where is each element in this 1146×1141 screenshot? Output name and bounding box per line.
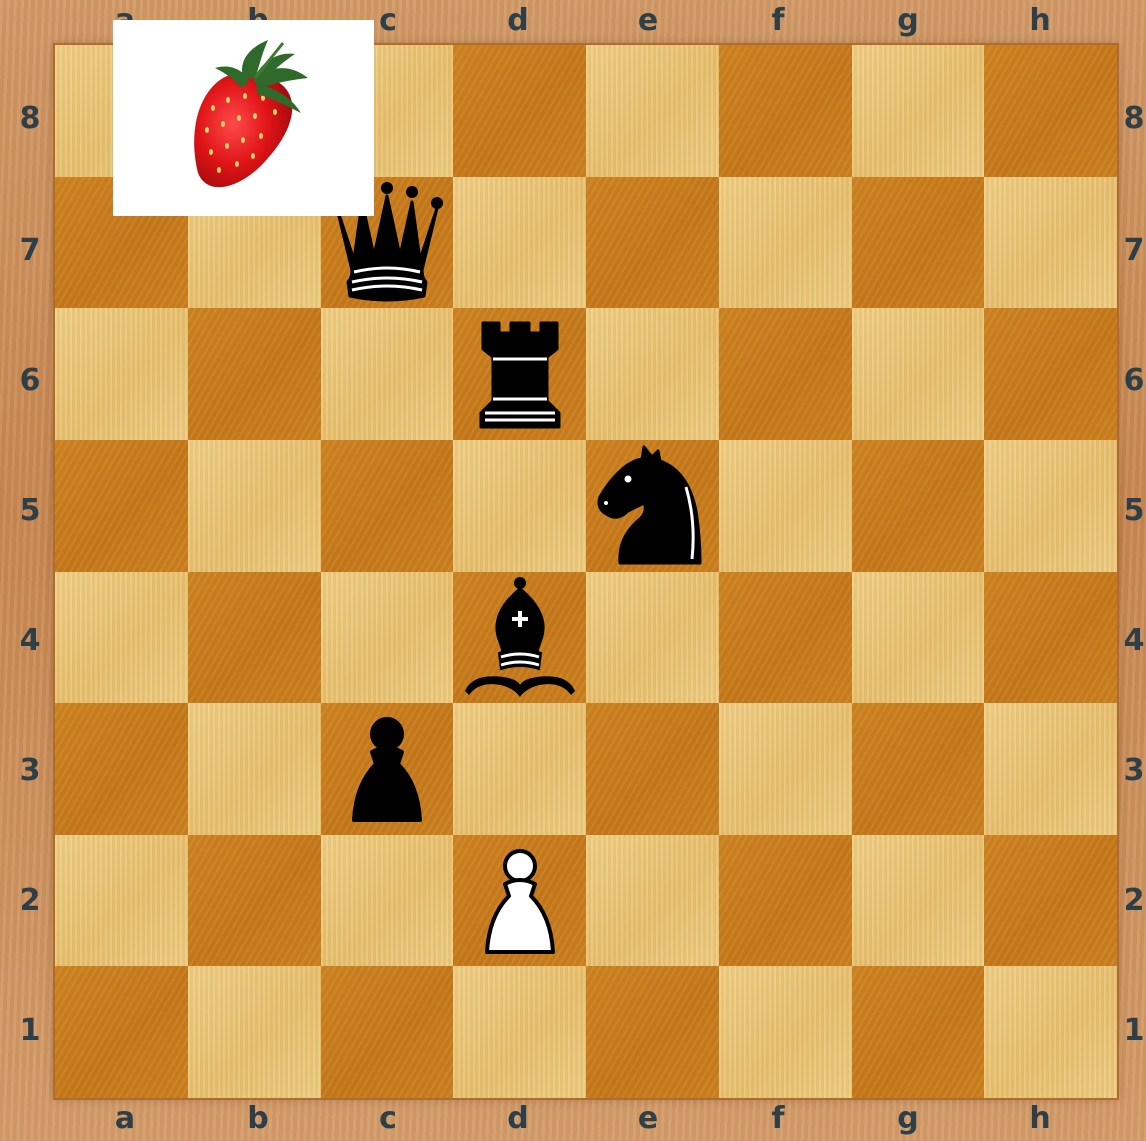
black-pawn-icon[interactable]: [322, 704, 452, 834]
rank-label-right-3: 3: [1114, 756, 1146, 786]
rank-label-left-5: 5: [10, 496, 50, 526]
square-g4[interactable]: [852, 572, 984, 703]
rank-label-left-1: 1: [10, 1016, 50, 1046]
square-b5[interactable]: [188, 440, 321, 572]
square-a4[interactable]: [55, 572, 188, 703]
rank-label-left-2: 2: [10, 886, 50, 916]
strawberry-image: [113, 20, 374, 216]
square-g6[interactable]: [852, 308, 984, 440]
file-label-bottom-g: g: [888, 1104, 928, 1134]
rank-label-right-2: 2: [1114, 886, 1146, 916]
black-rook-icon[interactable]: [455, 309, 585, 439]
rank-label-right-4: 4: [1114, 626, 1146, 656]
file-label-bottom-c: c: [368, 1104, 408, 1134]
rank-label-right-7: 7: [1114, 236, 1146, 266]
square-h7[interactable]: [984, 177, 1117, 308]
rank-label-left-6: 6: [10, 366, 50, 396]
square-g2[interactable]: [852, 835, 984, 966]
square-e1[interactable]: [586, 966, 719, 1098]
black-bishop-icon[interactable]: [455, 573, 585, 703]
black-knight-icon[interactable]: [588, 441, 718, 571]
file-label-top-f: f: [758, 6, 798, 36]
square-f4[interactable]: [719, 572, 852, 703]
square-a6[interactable]: [55, 308, 188, 440]
rank-label-right-8: 8: [1114, 104, 1146, 134]
file-label-bottom-b: b: [238, 1104, 278, 1134]
square-h8[interactable]: [984, 45, 1117, 177]
square-h6[interactable]: [984, 308, 1117, 440]
square-b4[interactable]: [188, 572, 321, 703]
square-g5[interactable]: [852, 440, 984, 572]
square-c5[interactable]: [321, 440, 453, 572]
square-e3[interactable]: [586, 703, 719, 835]
square-f5[interactable]: [719, 440, 852, 572]
file-label-bottom-e: e: [628, 1104, 668, 1134]
square-e7[interactable]: [586, 177, 719, 308]
file-label-top-d: d: [498, 6, 538, 36]
square-e8[interactable]: [586, 45, 719, 177]
square-b6[interactable]: [188, 308, 321, 440]
rank-label-left-4: 4: [10, 626, 50, 656]
square-h1[interactable]: [984, 966, 1117, 1098]
square-g1[interactable]: [852, 966, 984, 1098]
square-b3[interactable]: [188, 703, 321, 835]
file-label-bottom-f: f: [758, 1104, 798, 1134]
square-g3[interactable]: [852, 703, 984, 835]
file-label-top-g: g: [888, 6, 928, 36]
file-label-top-e: e: [628, 6, 668, 36]
square-h2[interactable]: [984, 835, 1117, 966]
square-d8[interactable]: [453, 45, 586, 177]
square-a1[interactable]: [55, 966, 188, 1098]
square-a2[interactable]: [55, 835, 188, 966]
square-a5[interactable]: [55, 440, 188, 572]
file-label-top-h: h: [1020, 6, 1060, 36]
strawberry-icon: [183, 38, 323, 188]
square-d1[interactable]: [453, 966, 586, 1098]
square-c6[interactable]: [321, 308, 453, 440]
rank-label-left-3: 3: [10, 756, 50, 786]
square-d7[interactable]: [453, 177, 586, 308]
rank-label-right-5: 5: [1114, 496, 1146, 526]
rank-label-left-8: 8: [10, 104, 50, 134]
square-b2[interactable]: [188, 835, 321, 966]
square-e6[interactable]: [586, 308, 719, 440]
file-label-bottom-d: d: [498, 1104, 538, 1134]
square-b1[interactable]: [188, 966, 321, 1098]
square-h3[interactable]: [984, 703, 1117, 835]
file-label-top-c: c: [368, 6, 408, 36]
rank-label-right-6: 6: [1114, 366, 1146, 396]
square-f6[interactable]: [719, 308, 852, 440]
square-f7[interactable]: [719, 177, 852, 308]
file-label-bottom-h: h: [1020, 1104, 1060, 1134]
square-h5[interactable]: [984, 440, 1117, 572]
file-label-bottom-a: a: [105, 1104, 145, 1134]
square-e2[interactable]: [586, 835, 719, 966]
square-f3[interactable]: [719, 703, 852, 835]
square-d5[interactable]: [453, 440, 586, 572]
rank-label-left-7: 7: [10, 236, 50, 266]
square-a3[interactable]: [55, 703, 188, 835]
rank-label-right-1: 1: [1114, 1016, 1146, 1046]
square-c2[interactable]: [321, 835, 453, 966]
square-h4[interactable]: [984, 572, 1117, 703]
square-f1[interactable]: [719, 966, 852, 1098]
square-e4[interactable]: [586, 572, 719, 703]
square-d3[interactable]: [453, 703, 586, 835]
square-c1[interactable]: [321, 966, 453, 1098]
square-c4[interactable]: [321, 572, 453, 703]
white-pawn-icon[interactable]: [455, 836, 585, 966]
square-f2[interactable]: [719, 835, 852, 966]
square-g8[interactable]: [852, 45, 984, 177]
square-f8[interactable]: [719, 45, 852, 177]
square-g7[interactable]: [852, 177, 984, 308]
